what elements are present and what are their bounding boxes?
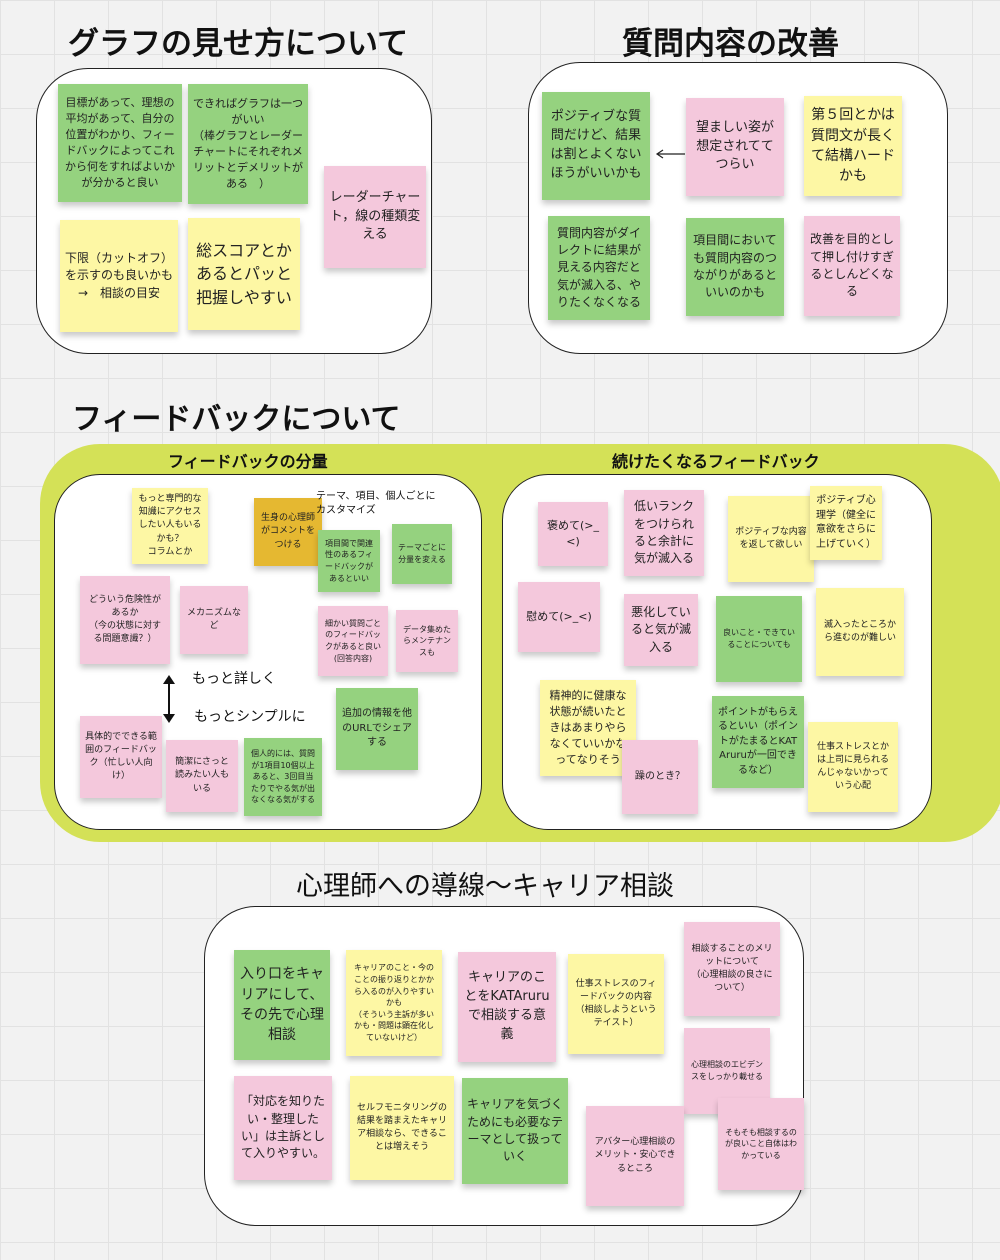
sticky-note[interactable]: 追加の情報を他のURLでシェアする [336, 688, 418, 770]
sticky-note[interactable]: 悪化していると気が滅入る [624, 594, 698, 666]
sticky-note[interactable]: 低いランクをつけられると余計に気が滅入る [624, 490, 704, 576]
sticky-note[interactable]: キャリアのことをKATAruruで相談する意義 [458, 952, 556, 1062]
arrow-left-icon [655, 149, 685, 159]
sticky-note[interactable]: 項目間においても質問内容のつながりがあるといいのかも [686, 218, 784, 316]
sticky-note[interactable]: 総スコアとかあるとパッと把握しやすい [188, 218, 300, 330]
sticky-note[interactable]: 項目間で関連性のあるフィードバックがあるといい [318, 530, 380, 592]
sticky-note[interactable]: 質問内容がダイレクトに結果が見える内容だと気が滅入る、やりたくなくなる [548, 216, 650, 320]
sticky-note[interactable]: ポイントがもらえるといい（ポイントがたまるとKATAruruが一回できるなど） [712, 696, 804, 788]
sticky-note[interactable]: 褒めて(>_<) [538, 502, 608, 566]
free-text[interactable]: もっとシンプルに [194, 709, 306, 725]
sticky-note[interactable]: メカニズムなど [180, 586, 248, 654]
sticky-note[interactable]: 具体的でできる範囲のフィードバック（忙しい人向け） [80, 716, 162, 798]
sticky-note[interactable]: 相談することのメリットについて （心理相談の良さについて） [684, 922, 780, 1016]
sticky-note[interactable]: 滅入ったところから進むのが難しい [816, 588, 904, 676]
sticky-note[interactable]: 簡潔にさっと読みたい人もいる [166, 740, 238, 812]
sticky-note[interactable]: 仕事ストレスとかは上司に見られるんじゃないかっていう心配 [808, 722, 898, 812]
section-title-graph: グラフの見せ方について [68, 26, 409, 62]
sticky-note[interactable]: 躁のとき？ [622, 740, 698, 814]
sticky-note[interactable]: そもそも相談するのが良いこと自体はわかっている [718, 1098, 804, 1190]
sticky-note[interactable]: 仕事ストレスのフィードバックの内容 （相談しようというテイスト） [568, 954, 664, 1054]
sticky-note[interactable]: 望ましい姿が想定されててつらい [686, 98, 784, 196]
sticky-note[interactable]: 改善を目的として押し付けすぎるとしんどくなる [804, 216, 900, 316]
sticky-note[interactable]: できればグラフは一つがいい （棒グラフとレーダーチャートにそれぞれメリットとデメ… [188, 84, 308, 204]
section-title-feedback: フィードバックについて [72, 402, 401, 437]
sticky-note[interactable]: もっと専門的な知識にアクセスしたい人もいるかも？ コラムとか [132, 488, 208, 564]
sticky-note[interactable]: レーダーチャート，線の種類変える [324, 166, 426, 268]
sticky-note[interactable]: 個人的には、質問が1項目10個以上あると、3回目当たりでやる気が出なくなる気がす… [244, 738, 322, 816]
subtitle-feedback-amount: フィードバックの分量 [168, 452, 328, 471]
sticky-note[interactable]: 目標があって、理想の平均があって、自分の位置がわかり、フィードバックによってこれ… [58, 84, 182, 202]
sticky-note[interactable]: 第５回とかは質問文が長くて結構ハードかも [804, 96, 902, 196]
sticky-note[interactable]: キャリアを気づくためにも必要なテーマとして扱っていく [462, 1078, 568, 1184]
sticky-note[interactable]: 慰めて(>_<) [518, 582, 600, 652]
section-title-career: 心理師への導線〜キャリア相談 [296, 871, 674, 902]
sticky-note[interactable]: 「対応を知りたい・整理したい」は主訴として入りやすい。 [234, 1076, 332, 1180]
free-text[interactable]: もっと詳しく [192, 671, 276, 687]
sticky-note[interactable]: データ集めたらメンテナンスも [396, 610, 458, 672]
sticky-note[interactable]: 細かい質問ごとのフィードバックがあると良い(回答内容) [318, 606, 388, 676]
sticky-note[interactable]: ポジティブな内容を返して欲しい [728, 496, 814, 582]
sticky-note[interactable]: キャリアのこと・今のことの振り返りとかから入るのが入りやすいかも （そういう主訴… [346, 950, 442, 1056]
sticky-note[interactable]: 良いこと・できていることについても [716, 596, 802, 682]
sticky-note[interactable]: テーマごとに分量を変える [392, 524, 452, 584]
sticky-note[interactable]: ポジティブ心理学（健全に意欲をさらに上げていく） [810, 486, 882, 560]
section-title-question: 質問内容の改善 [622, 26, 839, 62]
sticky-note[interactable]: 生身の心理師がコメントをつける [254, 498, 322, 566]
sticky-note[interactable]: どういう危険性があるか （今の状態に対する問題意識？） [80, 576, 170, 664]
double-arrow-vertical-icon [163, 675, 175, 723]
free-text[interactable]: テーマ、項目、個人ごとにカスタマイズ [316, 491, 436, 516]
sticky-note[interactable]: 精神的に健康な状態が続いたときはあまりやらなくていいかなってなりそう [540, 680, 636, 776]
subtitle-continue-feedback: 続けたくなるフィードバック [612, 452, 820, 471]
sticky-note[interactable]: アバター心理相談のメリット・安心できるところ [586, 1106, 684, 1206]
sticky-note[interactable]: 入り口をキャリアにして、その先で心理相談 [234, 950, 330, 1060]
sticky-note[interactable]: ポジティブな質問だけど、結果は割とよくないほうがいいかも [542, 92, 650, 200]
sticky-note[interactable]: 下限（カットオフ）を示すのも良いかも → 相談の目安 [60, 220, 178, 332]
sticky-note[interactable]: セルフモニタリングの結果を踏まえたキャリア相談なら、できることは増えそう [350, 1076, 454, 1180]
